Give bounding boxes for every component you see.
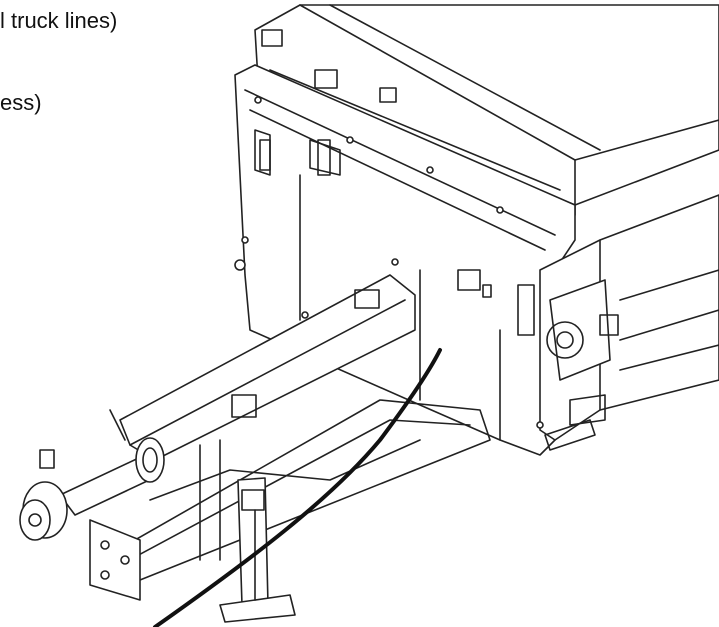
caption-truck-lines: l truck lines) <box>0 8 118 33</box>
jack-stand <box>219 477 296 623</box>
side-housing <box>539 194 719 451</box>
caption-ess: ess) <box>0 90 42 115</box>
hydraulic-hose <box>153 348 442 627</box>
bolts <box>234 96 544 429</box>
tongue-beam <box>119 274 416 461</box>
pto-driveline <box>19 409 165 541</box>
hitch-frame <box>89 399 491 601</box>
